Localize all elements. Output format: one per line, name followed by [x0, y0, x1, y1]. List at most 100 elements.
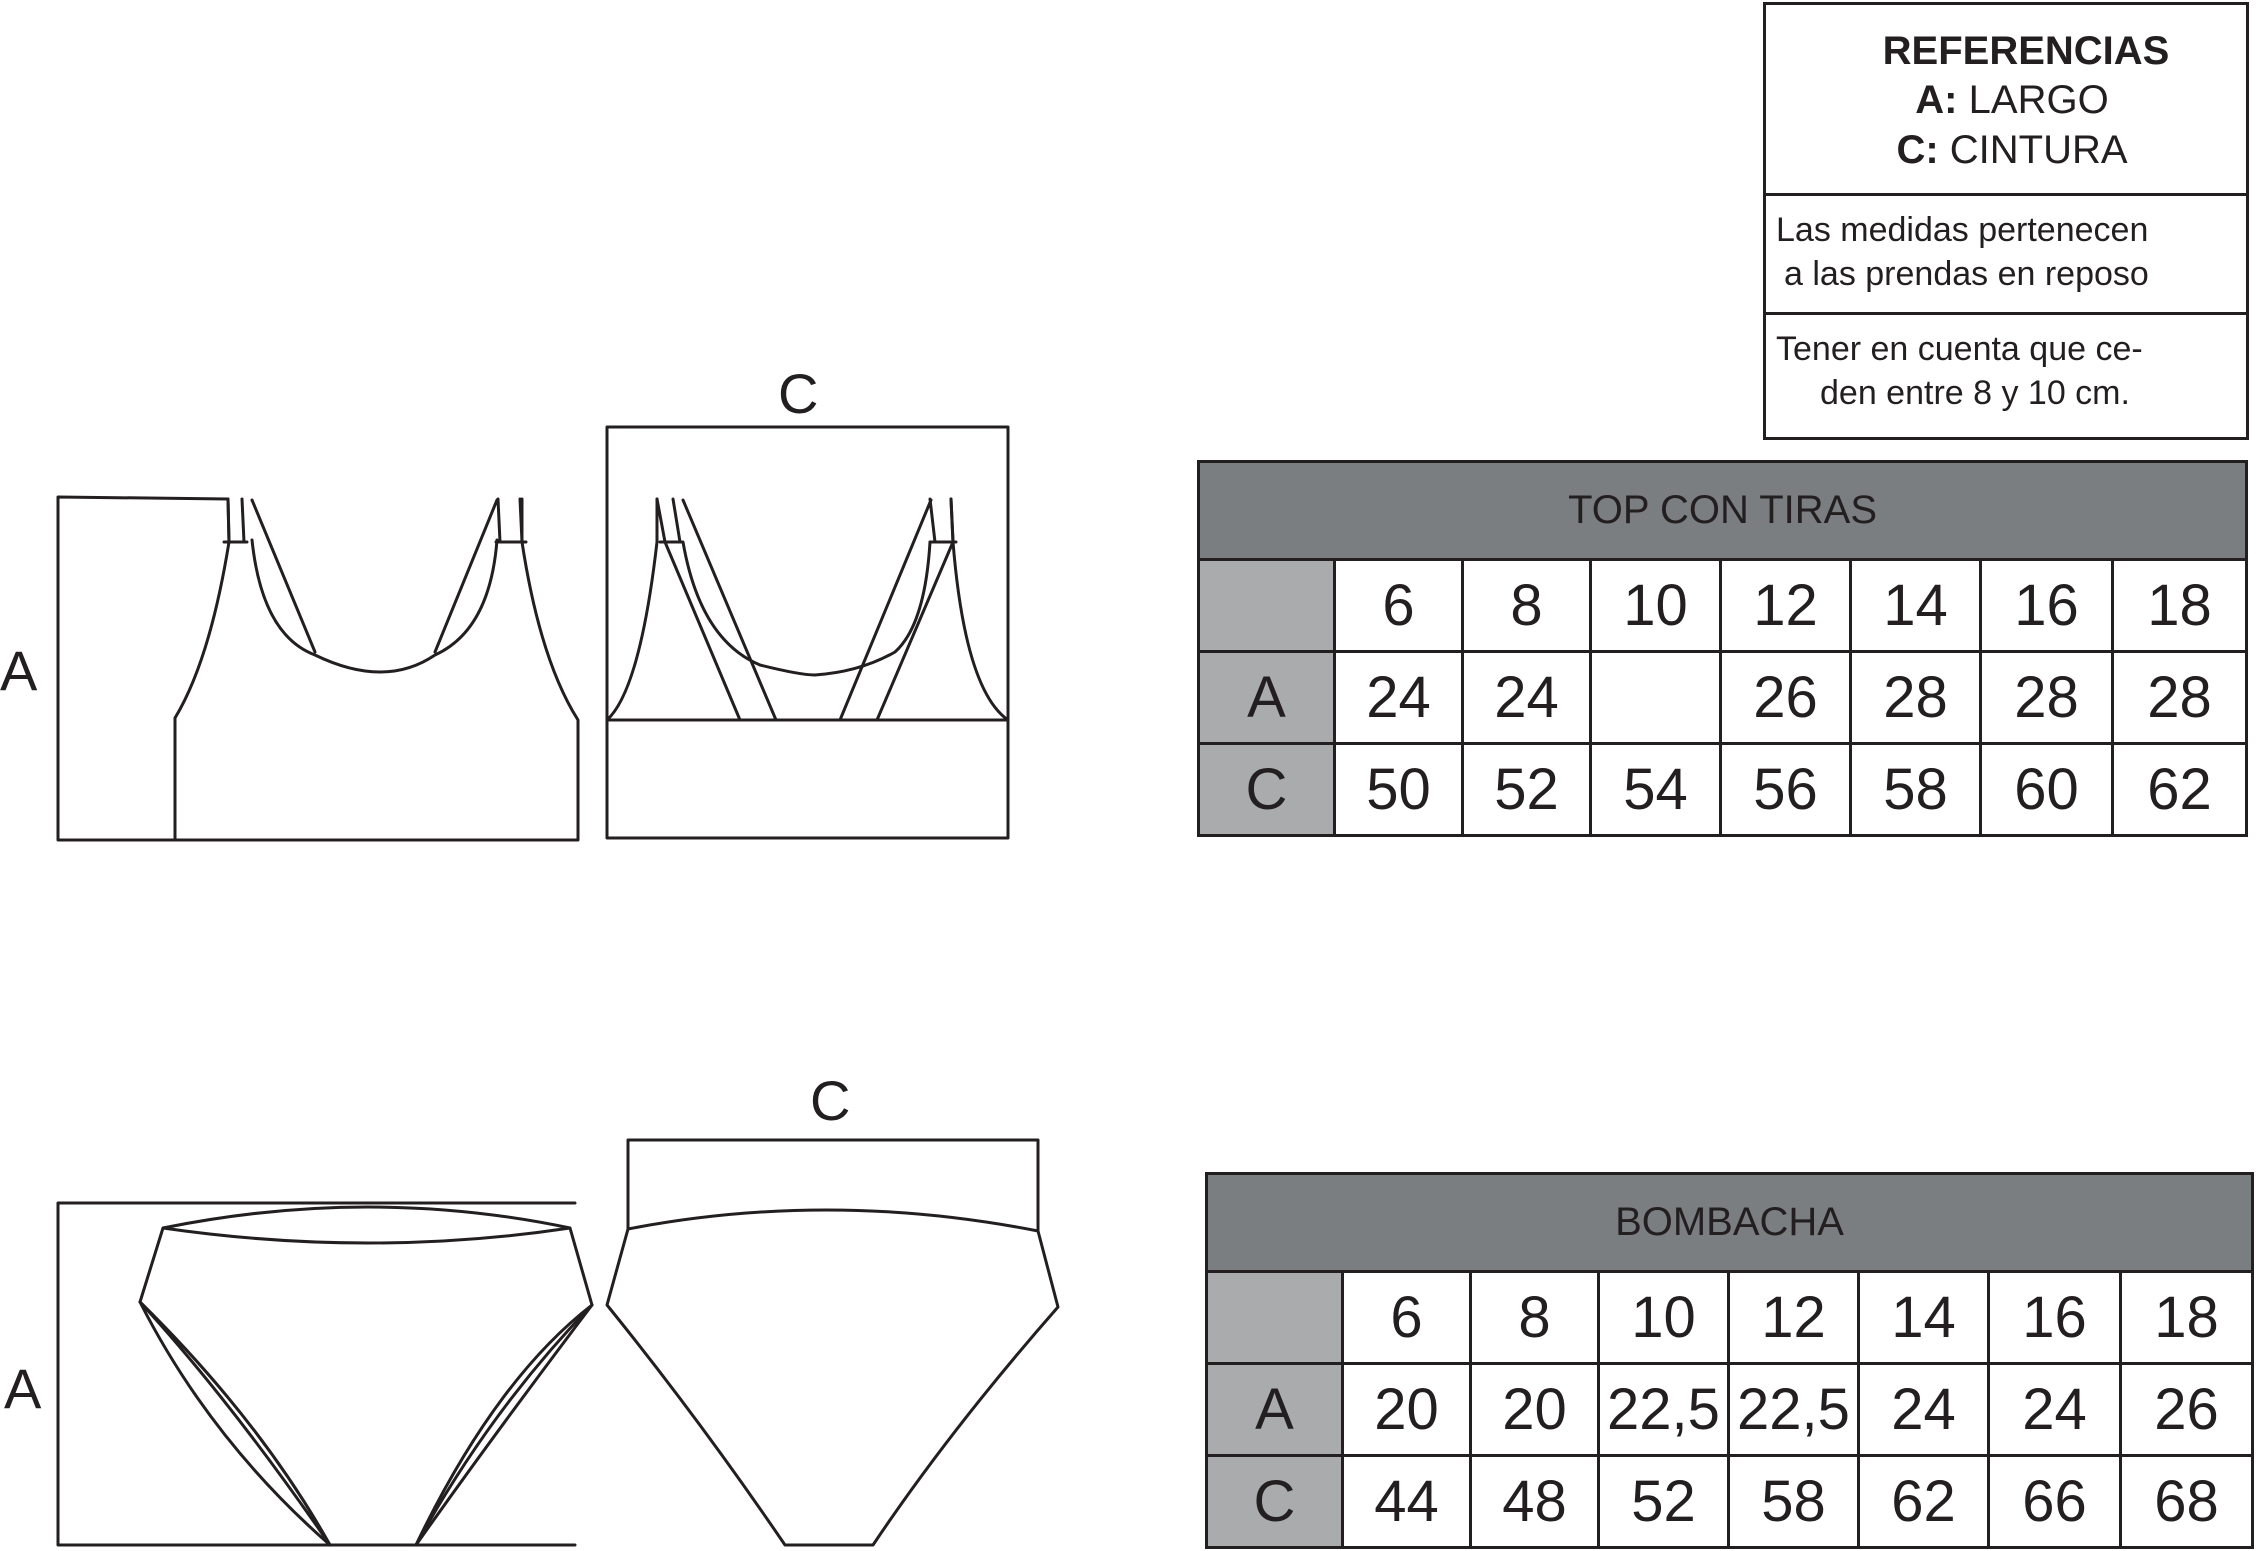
top-right-strap: [433, 497, 528, 654]
bottom-waist-label: C: [810, 1069, 850, 1132]
table-cell: 62: [2110, 742, 2249, 837]
bottom-table-title: BOMBACHA: [1204, 1172, 2255, 1273]
top-side-outline: [56, 495, 231, 842]
top-row-c: C 50 52 54 56 58 60 62: [1197, 742, 2249, 837]
table-cell: 58: [1849, 742, 1982, 837]
row-label: C: [1205, 1454, 1344, 1549]
table-cell: 56: [1719, 742, 1852, 837]
table-cell: 44: [1341, 1454, 1472, 1549]
bottom-table-corner: [1205, 1270, 1344, 1365]
size-header: 8: [1469, 1270, 1600, 1365]
top-table-corner: [1197, 558, 1336, 653]
top-side-view: [56, 495, 580, 842]
reference-c: C: CINTURA: [1778, 125, 2246, 175]
row-label: A: [1205, 1362, 1344, 1457]
top-size-table: TOP CON TIRAS 6 8 10 12 14 16 18 A 24 24…: [1196, 460, 2249, 837]
top-neckline: [250, 538, 499, 674]
top-front-outline: [173, 497, 580, 842]
bottom-back-outline: [605, 1208, 1060, 1547]
table-cell: 22,5: [1727, 1362, 1860, 1457]
references-title: REFERENCIAS: [1882, 29, 2170, 73]
size-header: 16: [1979, 558, 2114, 653]
note2-line1: Tener en cuenta que ce-: [1776, 330, 2143, 368]
references-note-rest: Las medidas pertenecen a las prendas en …: [1766, 196, 2246, 315]
top-back-sides: [605, 497, 1010, 722]
size-header: 12: [1719, 558, 1852, 653]
table-cell: 28: [2110, 650, 2249, 745]
table-cell: 62: [1857, 1454, 1990, 1549]
bottom-row-c: C 44 48 52 58 62 66 68: [1205, 1454, 2255, 1549]
size-header: 6: [1333, 558, 1464, 653]
top-back-view: [605, 425, 1010, 840]
reference-a-value: LARGO: [1968, 78, 2109, 122]
size-header: 16: [1987, 1270, 2122, 1365]
references-header: REFERENCIAS A: LARGO C: CINTURA: [1766, 5, 2246, 196]
bottom-front-outline: [138, 1205, 594, 1547]
bottom-front-inner-right: [414, 1303, 594, 1547]
bottom-sizes-row: 6 8 10 12 14 16 18: [1205, 1270, 2255, 1365]
top-length-label: A: [0, 639, 38, 702]
bottom-back-waistband: [626, 1138, 1040, 1233]
references-note-stretch: Tener en cuenta que ce- den entre 8 y 10…: [1766, 315, 2246, 415]
table-cell: 28: [1979, 650, 2114, 745]
bottom-front-view: [56, 1201, 594, 1547]
bottom-length-box: [56, 1201, 577, 1547]
table-cell: 24: [1987, 1362, 2122, 1457]
bottom-length-label: A: [4, 1357, 42, 1420]
size-header: 14: [1849, 558, 1982, 653]
top-table-title: TOP CON TIRAS: [1196, 460, 2249, 561]
table-cell: 22,5: [1597, 1362, 1730, 1457]
bottom-size-table: BOMBACHA 6 8 10 12 14 16 18 A 20 20 22,5…: [1204, 1172, 2255, 1549]
bottom-front-leg-left: [138, 1300, 332, 1547]
table-cell: 60: [1979, 742, 2114, 837]
bottom-front-inner-left: [138, 1300, 332, 1547]
top-row-a: A 24 24 26 28 28 28: [1197, 650, 2249, 745]
table-cell: 48: [1469, 1454, 1600, 1549]
table-cell: 28: [1849, 650, 1982, 745]
table-cell: 54: [1589, 742, 1722, 837]
table-cell: 66: [1987, 1454, 2122, 1549]
bottom-back-view: [605, 1138, 1060, 1547]
size-header: 10: [1597, 1270, 1730, 1365]
size-header: 12: [1727, 1270, 1860, 1365]
table-cell: 24: [1857, 1362, 1990, 1457]
row-label: A: [1197, 650, 1336, 745]
size-header: 8: [1461, 558, 1592, 653]
top-waist-box: [605, 425, 1010, 840]
size-header: 18: [2118, 1270, 2255, 1365]
top-sizes-row: 6 8 10 12 14 16 18: [1197, 558, 2249, 653]
table-cell: 26: [2118, 1362, 2255, 1457]
table-cell: [1589, 650, 1722, 745]
table-cell: 24: [1333, 650, 1464, 745]
top-left-strap: [222, 497, 317, 654]
bottom-row-a: A 20 20 22,5 22,5 24 24 26: [1205, 1362, 2255, 1457]
reference-c-key: C:: [1896, 128, 1939, 172]
reference-a: A: LARGO: [1778, 75, 2246, 125]
size-header: 14: [1857, 1270, 1990, 1365]
table-cell: 58: [1727, 1454, 1860, 1549]
row-label: C: [1197, 742, 1336, 837]
size-header: 6: [1341, 1270, 1472, 1365]
top-back-neckline: [681, 540, 932, 677]
table-cell: 26: [1719, 650, 1852, 745]
top-back-straps-right: [838, 497, 958, 722]
table-cell: 68: [2118, 1454, 2255, 1549]
reference-c-value: CINTURA: [1949, 128, 2128, 172]
top-back-straps-left: [655, 497, 778, 722]
note1-line1: Las medidas pertenecen: [1776, 211, 2149, 249]
note1-line2: a las prendas en reposo: [1784, 255, 2149, 293]
table-cell: 50: [1333, 742, 1464, 837]
table-cell: 24: [1461, 650, 1592, 745]
reference-a-key: A:: [1915, 78, 1958, 122]
table-cell: 20: [1341, 1362, 1472, 1457]
table-cell: 52: [1597, 1454, 1730, 1549]
bottom-front-leg-right: [414, 1303, 594, 1547]
note2-line2: den entre 8 y 10 cm.: [1820, 374, 2130, 412]
top-waist-label: C: [778, 362, 818, 425]
references-box: REFERENCIAS A: LARGO C: CINTURA Las medi…: [1763, 2, 2249, 440]
bottom-front-waistline: [161, 1226, 572, 1245]
table-cell: 20: [1469, 1362, 1600, 1457]
table-cell: 52: [1461, 742, 1592, 837]
size-header: 18: [2110, 558, 2249, 653]
